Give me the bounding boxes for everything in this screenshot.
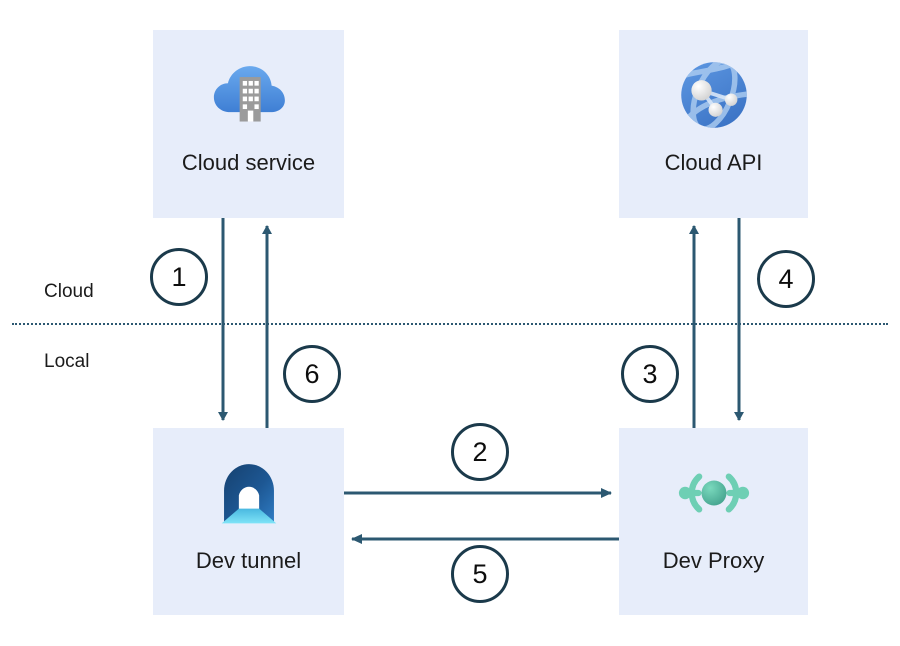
node-cloud-api[interactable]: Cloud API [619, 30, 808, 218]
step-badge-5: 5 [451, 545, 509, 603]
node-label-cloud-api: Cloud API [664, 150, 763, 175]
node-label-dev-proxy: Dev Proxy [662, 548, 765, 573]
node-label-cloud-service: Cloud service [181, 150, 316, 175]
tunnel-icon [221, 464, 276, 524]
node-dev-tunnel[interactable]: Dev tunnel [153, 428, 344, 615]
proxy-node-icon [678, 473, 749, 513]
node-label-dev-tunnel: Dev tunnel [195, 548, 302, 573]
cloud-local-boundary-divider [12, 323, 888, 325]
step-badge-3: 3 [621, 345, 679, 403]
zone-label-cloud: Cloud [44, 281, 94, 302]
node-dev-proxy[interactable]: Dev Proxy [619, 428, 808, 615]
step-badge-4: 4 [757, 250, 815, 308]
step-badge-2: 2 [451, 423, 509, 481]
node-cloud-service[interactable]: Cloud service [153, 30, 344, 218]
globe-network-icon [680, 62, 747, 128]
step-badge-6: 6 [283, 345, 341, 403]
zone-label-local: Local [44, 351, 90, 372]
cloud-building-icon [213, 66, 285, 122]
step-badge-1: 1 [150, 248, 208, 306]
